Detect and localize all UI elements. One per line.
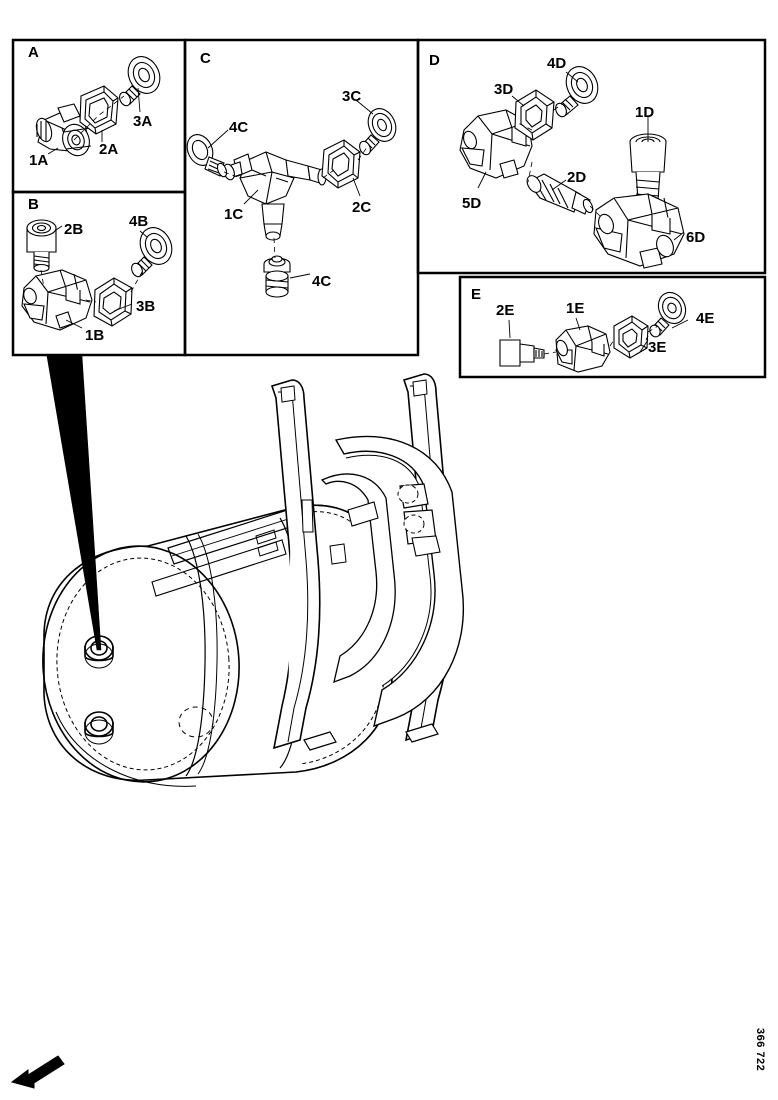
part-4C-upper-fitting	[186, 134, 228, 178]
air-reservoir-tank	[42, 504, 393, 787]
support-arm-2	[405, 723, 439, 743]
tank-pad-1	[257, 541, 279, 557]
panel-label-b: B	[28, 196, 39, 213]
part-4D-fitting	[555, 66, 599, 118]
part-2A-flange	[79, 85, 119, 135]
part-2B-plug	[26, 219, 57, 273]
panel-label-c: C	[200, 50, 211, 67]
tank-front-cap	[42, 545, 240, 783]
part-3D-flange	[514, 89, 555, 141]
tank-bottom-edge	[55, 711, 197, 787]
panel-b-leaders	[55, 225, 148, 329]
part-3E-flange	[613, 315, 649, 359]
tank-seam-2	[197, 533, 218, 775]
part-label-2a: 2A	[99, 141, 119, 158]
part-label-1e: 1E	[566, 300, 585, 317]
panel-d-axes	[515, 103, 601, 217]
part-4C-lower-plug	[263, 255, 291, 298]
part-3B-flange	[93, 277, 133, 327]
part-label-1b: 1B	[85, 327, 105, 344]
bracket-plate	[329, 483, 441, 565]
part-label-4c-bottom: 4C	[312, 273, 332, 290]
part-label-3c: 3C	[342, 88, 362, 105]
part-label-1a: 1A	[29, 152, 49, 169]
part-label-1c: 1C	[224, 206, 244, 223]
part-label-6d: 6D	[686, 229, 706, 246]
support-arm	[303, 731, 337, 751]
part-1A-valve-body	[35, 103, 92, 157]
tank-pad-2	[255, 529, 277, 545]
part-label-3b: 3B	[136, 298, 156, 315]
part-label-2e: 2E	[496, 302, 515, 319]
tank-port-lower	[84, 711, 114, 745]
part-label-2d: 2D	[567, 169, 587, 186]
part-3C-fitting	[359, 108, 397, 156]
part-3A-fitting	[119, 56, 161, 107]
mounting-band-mid	[320, 473, 396, 684]
part-label-3a: 3A	[133, 113, 153, 130]
part-label-4c-top: 4C	[229, 119, 249, 136]
part-6D-body	[593, 193, 685, 269]
mounting-straps	[270, 373, 464, 751]
panel-a-parts	[35, 56, 161, 157]
part-label-2b: 2B	[64, 221, 84, 238]
part-label-4e: 4E	[696, 310, 715, 327]
tank-seam-1	[185, 535, 206, 777]
panel-frames	[11, 38, 767, 379]
panel-frame-d	[416, 38, 767, 275]
panel-frame-e	[458, 275, 767, 379]
part-2D-connector	[526, 173, 594, 215]
panel-c-leaders	[207, 99, 374, 279]
panel-label-d: D	[429, 52, 440, 69]
part-label-3d: 3D	[494, 81, 514, 98]
panel-frame-c	[183, 38, 420, 357]
tank-port-upper	[84, 635, 114, 669]
part-4E-fitting	[649, 291, 687, 338]
part-label-2c: 2C	[352, 199, 372, 216]
part-label-5d: 5D	[462, 195, 482, 212]
tank-side-rib	[151, 539, 287, 597]
mounting-strap-front	[270, 379, 321, 750]
callout-pointer	[46, 355, 102, 651]
part-label-4b: 4B	[129, 213, 149, 230]
panel-label-e: E	[471, 286, 482, 303]
part-label-1d: 1D	[635, 104, 655, 121]
part-1C-wye-body	[223, 151, 327, 241]
part-label-3e: 3E	[648, 339, 667, 356]
panel-a-leaders	[47, 87, 141, 155]
panel-b-axes	[40, 269, 143, 303]
panel-c-parts	[186, 99, 397, 298]
panel-e-parts	[499, 291, 689, 373]
tank-top-rail-2	[171, 513, 305, 557]
tank-front-cap-inner	[56, 557, 230, 771]
part-2C-flange	[321, 139, 361, 189]
part-1E-body	[555, 325, 611, 373]
panel-d-parts	[459, 66, 685, 269]
part-1B-manifold	[21, 269, 93, 331]
part-label-4d: 4D	[547, 55, 567, 72]
panel-e-leaders	[508, 317, 689, 353]
part-4B-fitting	[131, 227, 173, 278]
panel-c-axes	[223, 145, 369, 259]
panel-e-axes	[543, 325, 659, 355]
panel-d-leaders	[477, 71, 685, 241]
forward-direction-arrow	[10, 1055, 65, 1089]
reference-code: 366 722	[754, 1028, 766, 1072]
panel-a-axis	[73, 95, 125, 141]
panel-b-parts	[21, 219, 173, 331]
part-2E-sensor	[499, 339, 545, 367]
tank-hidden-boss	[178, 706, 214, 738]
panel-label-a: A	[28, 44, 39, 61]
